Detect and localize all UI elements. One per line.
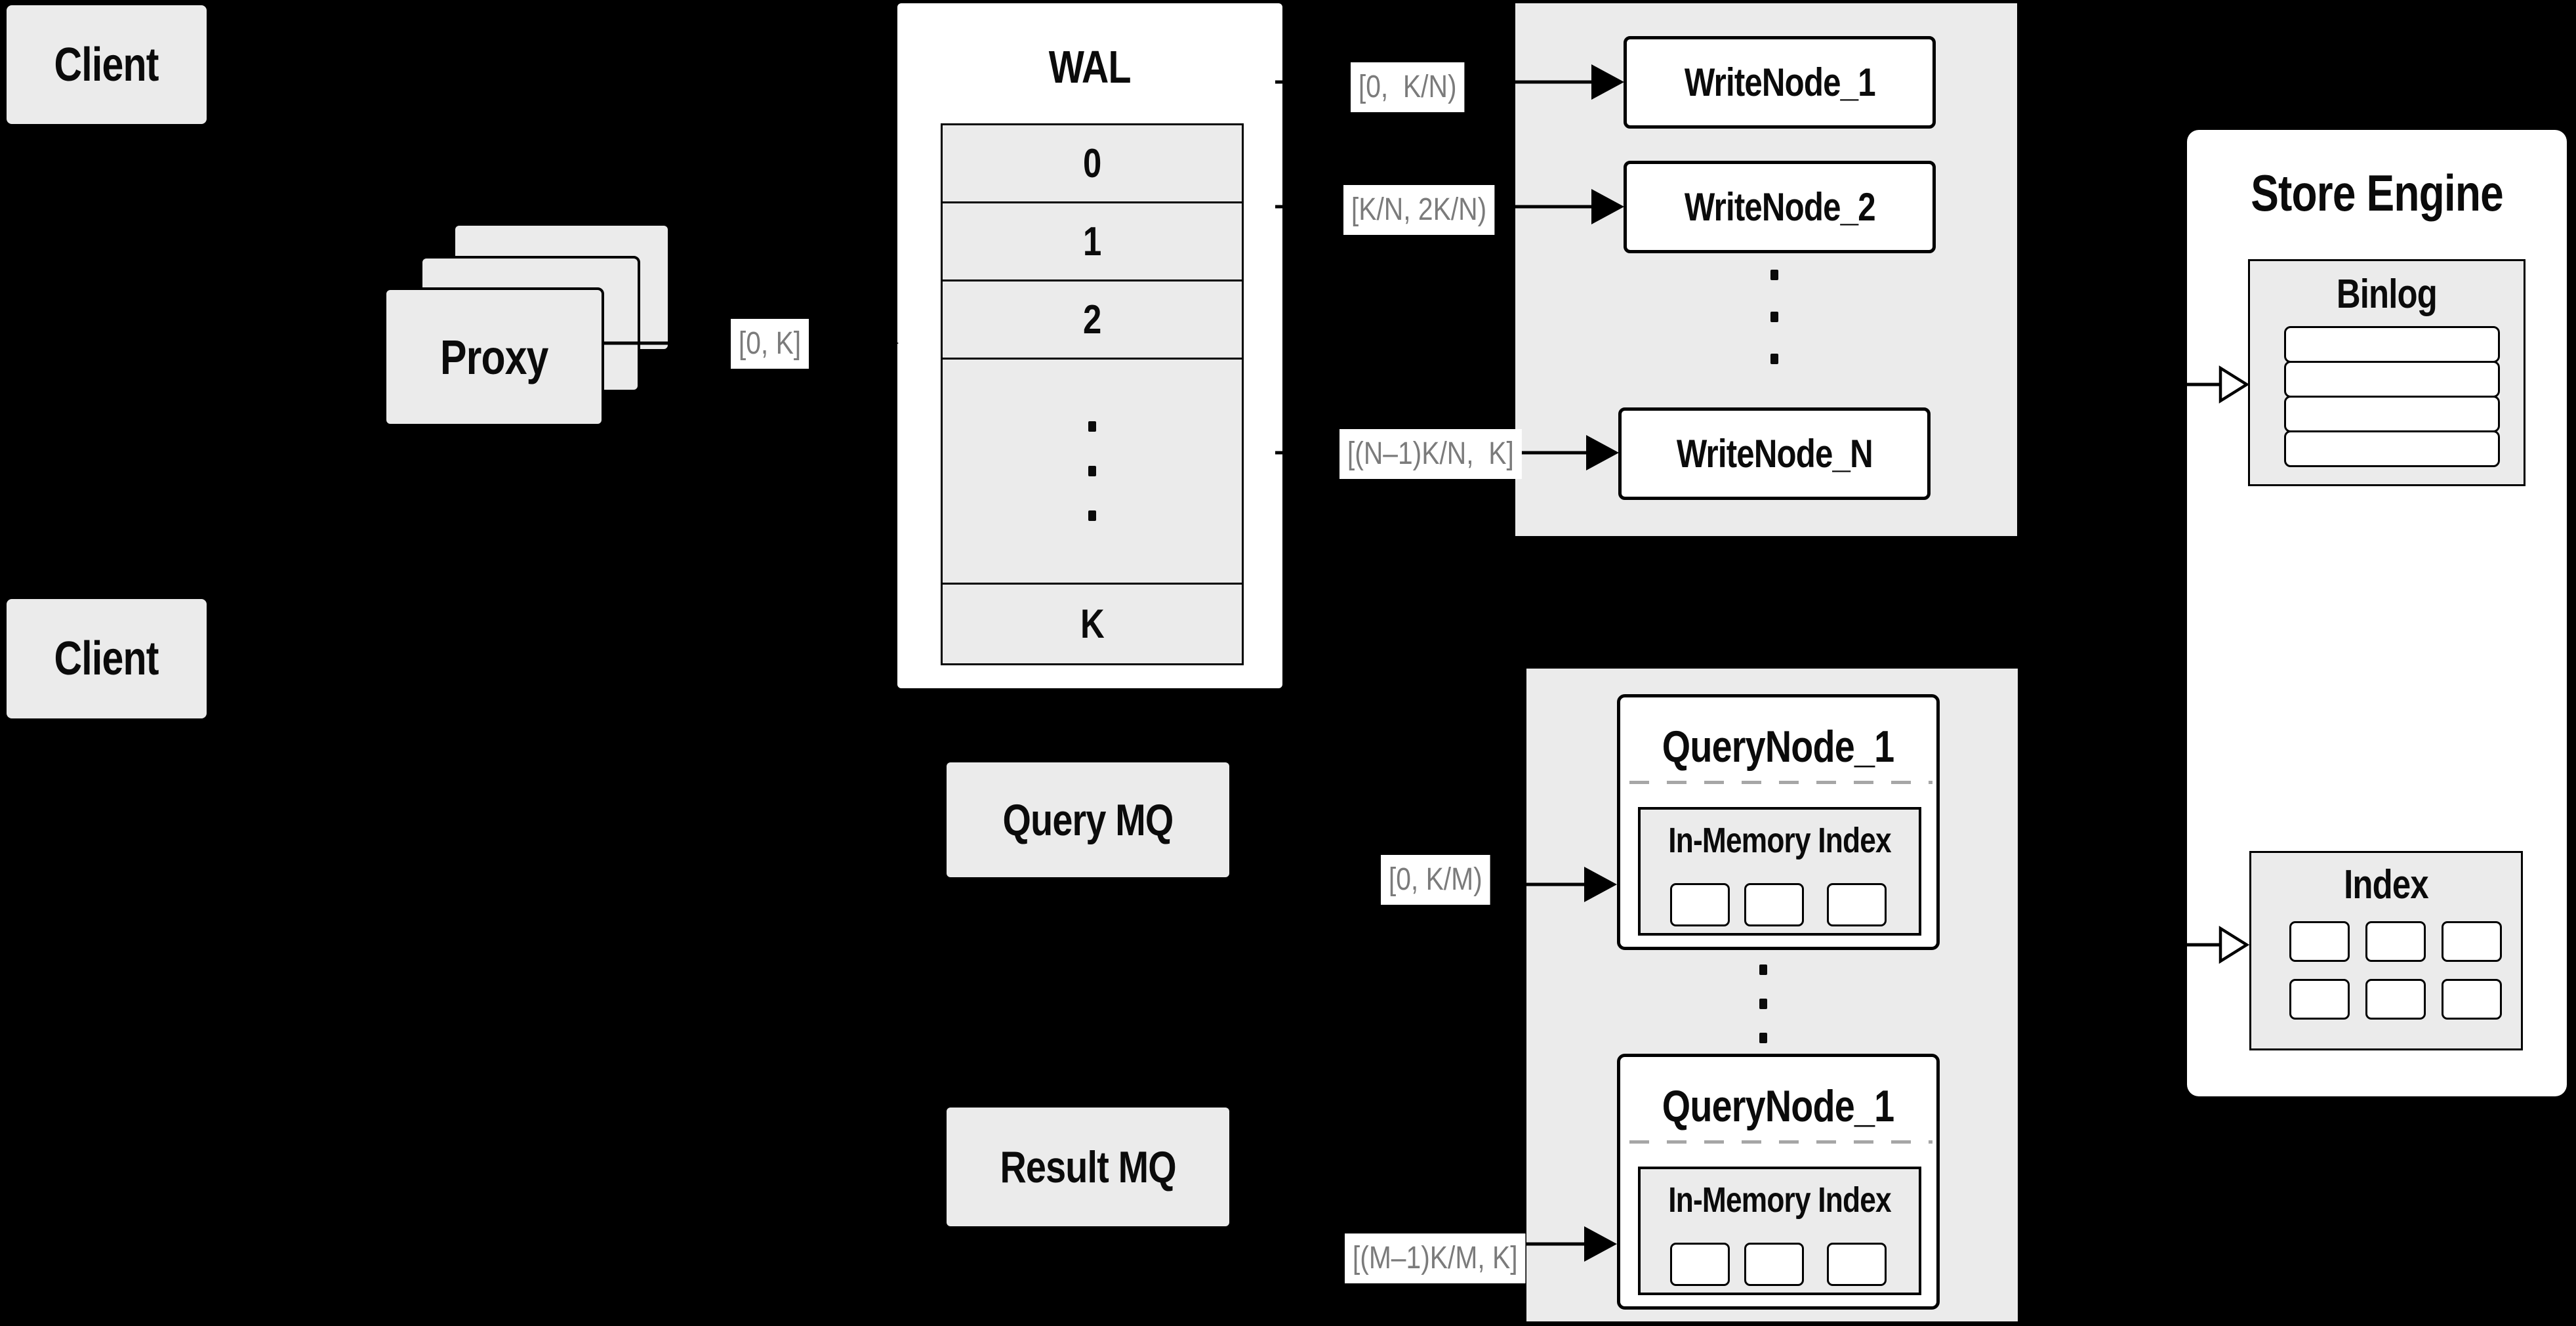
in-memory-index-title-top: In-Memory Index — [1668, 821, 1891, 860]
index-chip — [2289, 979, 2350, 1020]
writenode-1-box: WriteNode_1 — [1624, 36, 1936, 129]
binlog-row — [2284, 361, 2500, 398]
range-label-writenode-2: [K/N, 2K/N) — [1343, 185, 1495, 235]
querynode-bottom-title: QueryNode_1 — [1662, 1081, 1894, 1131]
arrowhead-icon — [867, 325, 899, 361]
wal-segment-1-label: 1 — [1083, 218, 1101, 264]
wal-segment-stack: 0 1 2 K — [941, 123, 1244, 665]
index-chip — [2442, 979, 2502, 1020]
writenode-1-label: WriteNode_1 — [1684, 60, 1876, 104]
wal-segment-k-label: K — [1080, 601, 1105, 647]
segment-chip — [1744, 883, 1804, 926]
proxy-box-front: Proxy — [384, 287, 604, 426]
wal-segment-2-label: 2 — [1083, 297, 1101, 342]
wal-segment-0: 0 — [941, 123, 1244, 203]
vertical-ellipsis-icon — [1759, 964, 1767, 1043]
in-memory-index-title-bottom: In-Memory Index — [1668, 1180, 1891, 1220]
in-memory-title-wrap: In-Memory Index — [1641, 1177, 1919, 1223]
proxy-stack: Proxy — [384, 223, 670, 426]
binlog-rows — [2284, 326, 2500, 467]
querynode-bottom-title-wrap: QueryNode_1 — [1620, 1077, 1936, 1136]
segment-chip — [1670, 1243, 1730, 1286]
result-mq-box: Result MQ — [947, 1108, 1229, 1226]
writenode-n-box: WriteNode_N — [1618, 407, 1931, 500]
index-chip — [2442, 921, 2502, 962]
wal-segment-ellipsis — [941, 358, 1244, 585]
querynode-bottom-box: QueryNode_1 In-Memory Index — [1617, 1054, 1940, 1310]
wal-box: WAL 0 1 2 K — [897, 3, 1282, 688]
range-label-querynode-bottom: [(M–1)K/M, K] — [1345, 1233, 1526, 1283]
wal-title-wrap: WAL — [897, 37, 1282, 96]
querynode-top-title-wrap: QueryNode_1 — [1620, 717, 1936, 776]
binlog-row — [2284, 326, 2500, 363]
range-label-proxy-out: [0, K] — [731, 319, 809, 369]
querynode-top-title: QueryNode_1 — [1662, 722, 1894, 772]
client-bottom-label: Client — [54, 632, 159, 685]
binlog-box: Binlog — [2248, 259, 2525, 486]
in-memory-index-box-top: In-Memory Index — [1638, 807, 1921, 936]
in-memory-index-box-bottom: In-Memory Index — [1638, 1167, 1921, 1295]
store-engine-title: Store Engine — [2251, 163, 2503, 222]
wal-title: WAL — [1048, 41, 1132, 93]
result-mq-label: Result MQ — [1000, 1142, 1176, 1192]
vertical-ellipsis-icon — [1088, 421, 1096, 521]
binlog-row — [2284, 396, 2500, 432]
index-chip — [2365, 979, 2426, 1020]
range-label-querynode-top: [0, K/M) — [1381, 855, 1490, 905]
range-label-writenode-1: [0, K/N) — [1351, 62, 1465, 112]
index-box: Index — [2249, 851, 2523, 1050]
querynode-top-box: QueryNode_1 In-Memory Index — [1617, 694, 1940, 950]
writenode-n-label: WriteNode_N — [1676, 432, 1873, 476]
range-label-writenode-n: [(N–1)K/N, K] — [1339, 429, 1522, 479]
index-chip — [2365, 921, 2426, 962]
index-title-wrap: Index — [2251, 858, 2521, 911]
client-top-label: Client — [54, 38, 159, 91]
index-chip — [2289, 921, 2350, 962]
binlog-title: Binlog — [2336, 271, 2438, 317]
query-mq-box: Query MQ — [947, 762, 1229, 877]
store-engine-box: Store Engine Binlog Index — [2187, 130, 2567, 1096]
proxy-label: Proxy — [440, 329, 548, 384]
client-box-bottom: Client — [7, 599, 207, 718]
wal-segment-k: K — [941, 583, 1244, 665]
wal-segment-0-label: 0 — [1083, 140, 1101, 186]
writenode-2-box: WriteNode_2 — [1624, 161, 1936, 253]
store-engine-title-wrap: Store Engine — [2187, 161, 2567, 224]
dashed-divider — [1629, 781, 1932, 784]
segment-chip — [1670, 883, 1730, 926]
writenode-2-label: WriteNode_2 — [1684, 185, 1876, 229]
binlog-row — [2284, 430, 2500, 467]
client-box-top: Client — [7, 5, 207, 124]
dashed-divider — [1629, 1140, 1932, 1144]
binlog-title-wrap: Binlog — [2250, 268, 2524, 320]
segment-chip — [1744, 1243, 1804, 1286]
index-title: Index — [2344, 861, 2429, 907]
wal-segment-2: 2 — [941, 280, 1244, 360]
segment-chip — [1827, 883, 1887, 926]
wal-segment-1: 1 — [941, 201, 1244, 281]
vertical-ellipsis-icon — [1770, 270, 1778, 364]
query-mq-label: Query MQ — [1002, 795, 1174, 845]
in-memory-title-wrap: In-Memory Index — [1641, 818, 1919, 863]
segment-chip — [1827, 1243, 1887, 1286]
